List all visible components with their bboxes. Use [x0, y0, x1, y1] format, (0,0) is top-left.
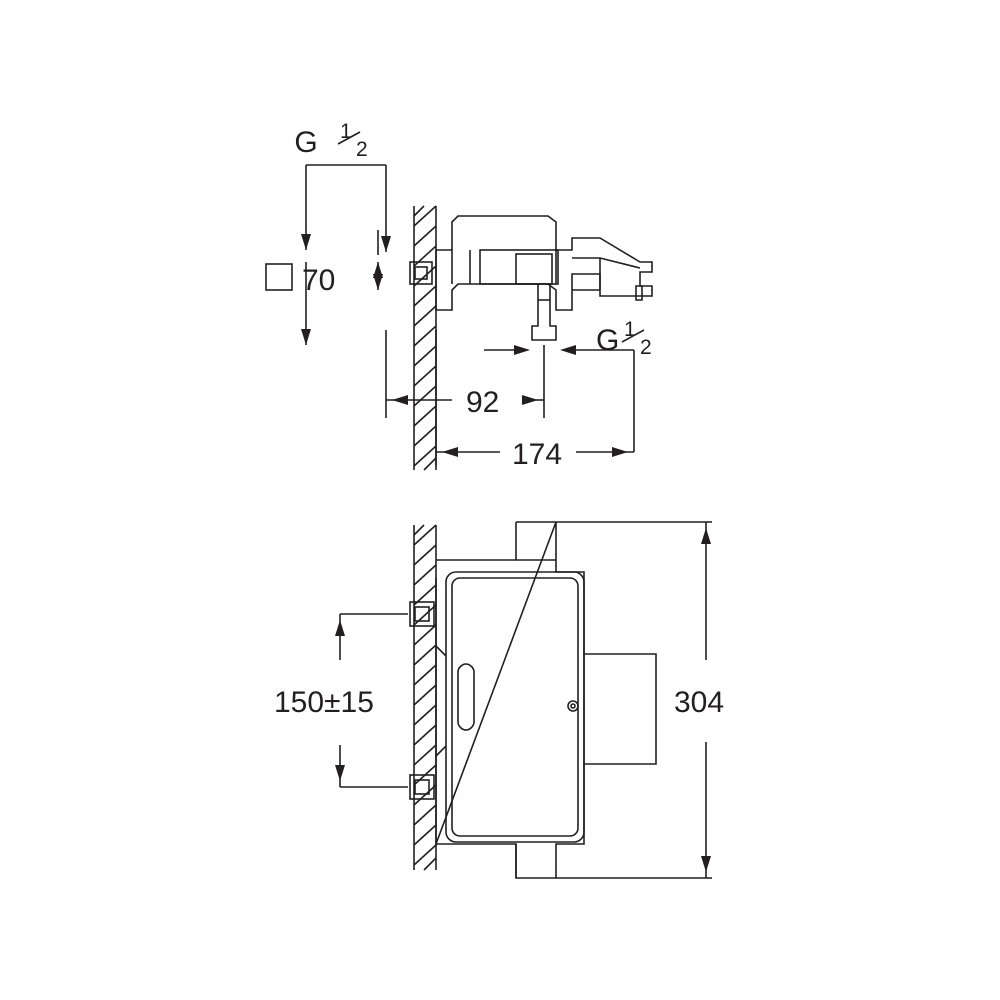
- label-92: 92: [466, 386, 499, 419]
- wall-hatch-top-view: [413, 205, 437, 471]
- label-g-half-top-denominator: 2: [356, 138, 368, 161]
- label-g-half-outlet-numerator: 1: [624, 318, 636, 341]
- label-304: 304: [674, 686, 724, 719]
- label-g-half-top: G 1 2: [294, 120, 367, 161]
- mixer-body-front: [434, 521, 657, 879]
- dim-304: [556, 521, 712, 879]
- label-g-half-outlet-g: G: [596, 324, 619, 357]
- dim-92: [385, 330, 545, 418]
- dim-70: [265, 230, 383, 345]
- label-g-half-top-numerator: 1: [340, 120, 352, 143]
- dim-g-half-top: [301, 164, 391, 252]
- label-174: 174: [512, 438, 562, 471]
- wall-connector-front-upper: [409, 601, 435, 627]
- label-g-half-top-g: G: [294, 126, 317, 159]
- wall-hatch-front-view: [413, 524, 437, 871]
- label-150-tolerance: 150±15: [274, 686, 374, 719]
- label-g-half-outlet: G 1 2: [596, 318, 652, 359]
- label-70: 70: [302, 264, 335, 297]
- dim-150-tolerance: [335, 613, 408, 788]
- dim-g-half-outlet: [484, 345, 635, 452]
- mixer-body-top: [435, 215, 653, 341]
- label-g-half-outlet-denominator: 2: [640, 336, 652, 359]
- dim-174: [435, 330, 634, 466]
- wall-connector-front-lower: [409, 774, 435, 800]
- wall-connector-top: [409, 261, 433, 285]
